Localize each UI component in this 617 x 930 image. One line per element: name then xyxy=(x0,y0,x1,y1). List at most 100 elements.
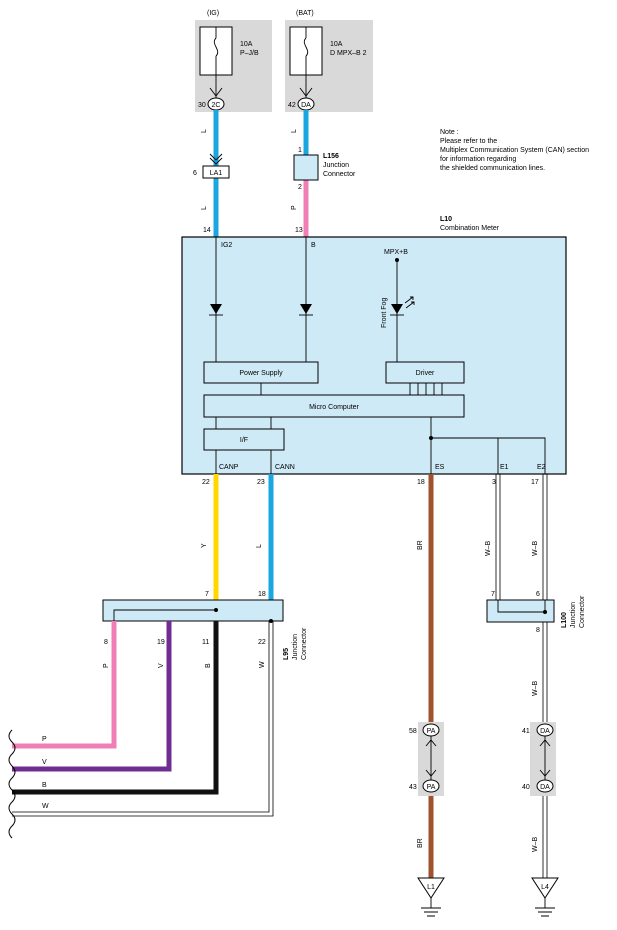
e1-label: E1 xyxy=(500,464,509,471)
if-label: I/F xyxy=(240,437,248,444)
wire-label-v: V xyxy=(42,759,47,766)
meter-id: L10 xyxy=(440,216,452,223)
ground-l1 xyxy=(417,877,445,899)
wire-label-w: W xyxy=(42,803,49,810)
wire-wb xyxy=(542,622,548,725)
l156-id: L156 xyxy=(323,153,339,160)
wire-label-p: P xyxy=(42,736,47,743)
wire-wb-e1 xyxy=(495,474,501,600)
wire-label-v: V xyxy=(158,663,165,668)
l100-pin8: 8 xyxy=(536,627,540,634)
note-line4: the shielded communication lines. xyxy=(440,165,545,172)
l156-pin-top: 1 xyxy=(298,147,302,154)
l156-pin-bottom: 2 xyxy=(298,184,302,191)
l95-pin11: 11 xyxy=(202,639,209,646)
wire-label-b: B xyxy=(205,663,212,668)
l100-pin6: 6 xyxy=(536,591,540,598)
ig2-label: IG2 xyxy=(221,242,232,249)
la1-label: LA1 xyxy=(210,170,223,177)
wire-label-wb: W–B xyxy=(532,837,539,853)
la1-pin: 6 xyxy=(193,170,197,177)
connector-arrow-icon xyxy=(209,87,223,97)
l95-pin19: 19 xyxy=(157,639,165,646)
wire-wb-e2 xyxy=(542,474,548,600)
es-label: ES xyxy=(435,464,445,471)
connector-arrow-icon xyxy=(539,739,551,777)
driver-label: Driver xyxy=(416,370,435,377)
wire-label-p: P xyxy=(103,663,110,668)
wire-p-can xyxy=(12,621,117,749)
ground-icon xyxy=(421,907,441,917)
diode-icon xyxy=(210,304,222,314)
pin18: 18 xyxy=(417,479,425,486)
diode-icon xyxy=(300,304,312,314)
pin41: 41 xyxy=(522,728,530,735)
wire-label-l: L xyxy=(291,129,298,133)
l100-id: L100 xyxy=(561,612,568,628)
canp-label: CANP xyxy=(219,464,239,471)
connector-arrow-icon xyxy=(299,87,313,97)
l156-desc2: Connector xyxy=(323,171,356,178)
wire-label-br: BR xyxy=(417,540,424,550)
connector-la1-icon xyxy=(209,153,223,165)
meter-desc: Combination Meter xyxy=(440,225,500,232)
fuse2-name: D MPX–B 2 xyxy=(330,50,367,57)
bat-label: (BAT) xyxy=(296,10,314,17)
wire-label-wb: W–B xyxy=(532,541,539,557)
e2-label: E2 xyxy=(537,464,546,471)
meter-pin14: 14 xyxy=(203,227,211,234)
wire-label-b: B xyxy=(42,782,47,789)
wire-label-l: L xyxy=(201,129,208,133)
fuse1-name: P–J/B xyxy=(240,50,259,57)
wire-wb xyxy=(542,793,548,878)
if-block xyxy=(203,428,285,451)
connector-la1 xyxy=(202,165,230,179)
pa-label: PA xyxy=(427,728,436,735)
cann-label: CANN xyxy=(275,464,295,471)
ground-icon xyxy=(535,907,555,917)
micro-computer-block xyxy=(203,394,465,418)
ground-l1-label: L1 xyxy=(427,884,435,891)
l95-desc2: Connector xyxy=(301,627,308,660)
front-fog-label: Front Fog xyxy=(381,298,388,328)
l95-pin22: 22 xyxy=(258,639,266,646)
l95-junction-connector xyxy=(102,599,284,622)
l95-pin8: 8 xyxy=(104,639,108,646)
l95-id: L95 xyxy=(283,648,290,660)
l95-pin7: 7 xyxy=(205,591,209,598)
fuse2-amp: 10A xyxy=(330,41,343,48)
pin17: 17 xyxy=(531,479,539,486)
pin-30: 30 xyxy=(198,102,206,109)
pa-label: PA xyxy=(427,784,436,791)
wire-label-l: L xyxy=(256,544,263,548)
meter-pin13: 13 xyxy=(295,227,303,234)
wire-w-can xyxy=(12,621,274,817)
note-line2: Multiplex Communication System (CAN) sec… xyxy=(440,147,589,154)
ground-l4 xyxy=(531,877,559,899)
pin22: 22 xyxy=(202,479,210,486)
wire-label-wb: W–B xyxy=(532,681,539,697)
wire-v-can xyxy=(12,621,172,772)
connector-2c-label: 2C xyxy=(212,102,221,109)
connector-arrow-icon xyxy=(425,739,437,777)
fuse1-amp: 10A xyxy=(240,41,253,48)
l156-desc1: Junction xyxy=(323,162,349,169)
connector-da-label: DA xyxy=(301,102,311,109)
note-line1: Please refer to the xyxy=(440,138,497,145)
pin40: 40 xyxy=(522,784,530,791)
ig-label: (IG) xyxy=(207,10,219,17)
pin23: 23 xyxy=(257,479,265,486)
wire-label-wb: W–B xyxy=(485,541,492,557)
pin3: 3 xyxy=(492,479,496,486)
pin43: 43 xyxy=(409,784,417,791)
da-label: DA xyxy=(540,784,550,791)
wire-label-br: BR xyxy=(417,838,424,848)
l95-desc1: Junction xyxy=(292,634,299,660)
l100-desc2: Connector xyxy=(579,595,586,628)
ground-l4-label: L4 xyxy=(541,884,549,891)
pin58: 58 xyxy=(409,728,417,735)
front-fog-indicator-icon xyxy=(391,304,403,314)
l95-pin18: 18 xyxy=(258,591,266,598)
